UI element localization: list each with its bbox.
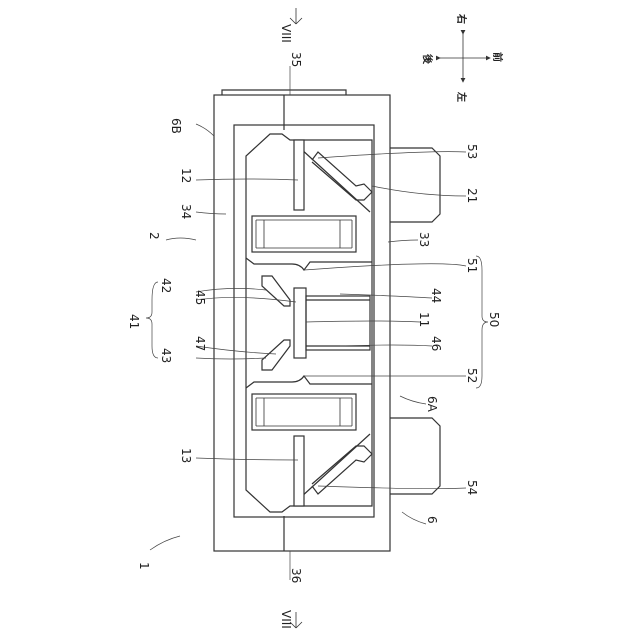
- label-46: 46: [429, 336, 443, 351]
- terminal-13: [294, 436, 304, 506]
- label-36: 36: [289, 568, 303, 583]
- section-mark-top-text: VIII: [279, 24, 293, 43]
- label-44: 44: [429, 288, 443, 303]
- connector-lower: [388, 418, 440, 494]
- label-21: 21: [465, 188, 479, 203]
- label-43: 43: [159, 348, 173, 363]
- label-50: 50: [487, 312, 501, 327]
- section-mark-top: VIII: [279, 8, 302, 43]
- label-6: 6: [425, 516, 439, 524]
- terminal-12: [294, 140, 304, 210]
- label-12: 12: [179, 168, 193, 183]
- label-11: 11: [417, 312, 431, 327]
- direction-left: 左: [455, 91, 468, 102]
- label-35: 35: [289, 52, 303, 67]
- label-1: 1: [137, 562, 151, 570]
- label-52: 52: [465, 368, 479, 383]
- direction-right: 右: [455, 13, 468, 24]
- terminal-11: [294, 288, 306, 358]
- label-6B: 6B: [169, 118, 183, 134]
- label-6A: 6A: [425, 396, 439, 413]
- section-mark-bottom: VIII: [279, 610, 302, 629]
- window-lower: [252, 394, 356, 430]
- direction-compass: 後 右 左 前: [421, 13, 504, 102]
- label-53: 53: [465, 144, 479, 159]
- direction-rear: 後: [421, 54, 434, 65]
- direction-front: 前: [491, 52, 504, 62]
- label-51: 51: [465, 258, 479, 273]
- section-mark-bottom-text: VIII: [279, 610, 293, 629]
- label-34: 34: [179, 204, 193, 219]
- label-45: 45: [193, 290, 207, 305]
- label-42: 42: [159, 278, 173, 293]
- window-upper: [252, 216, 356, 252]
- label-33: 33: [417, 232, 431, 247]
- label-54: 54: [465, 480, 479, 495]
- label-2: 2: [147, 232, 161, 240]
- label-47: 47: [193, 336, 207, 351]
- label-41: 41: [127, 314, 141, 329]
- connector-upper: [388, 148, 440, 222]
- label-13: 13: [179, 448, 193, 463]
